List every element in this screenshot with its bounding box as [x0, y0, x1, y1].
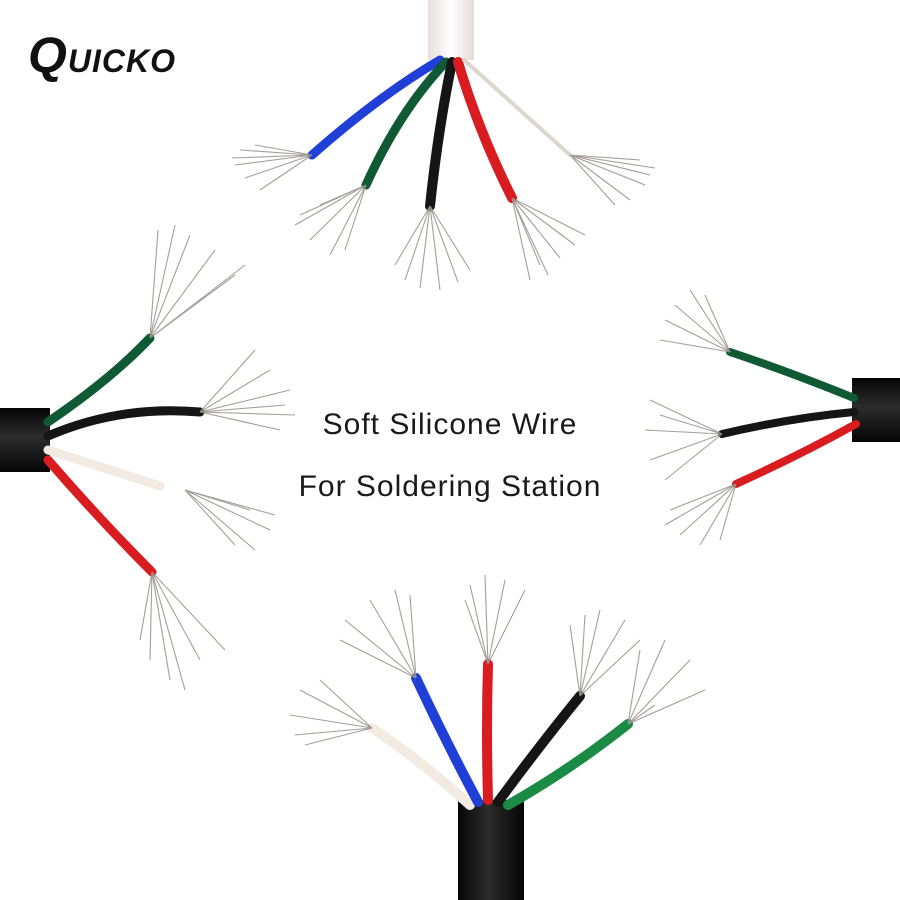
- right-cable: [644, 289, 900, 546]
- bottom-strands: [289, 574, 706, 746]
- caption-line-1-text: Soft Silicone Wire: [322, 408, 578, 441]
- left-strands: [139, 224, 296, 691]
- bottom-cable: [289, 574, 706, 900]
- left-wire-green: [43, 333, 155, 427]
- caption-line-2-text: For Soldering Station: [298, 470, 602, 503]
- top-cable-sheath: [428, 0, 474, 60]
- top-wire-red: [453, 57, 517, 203]
- bottom-wire-blue: [411, 673, 483, 807]
- caption-line-2: For Soldering Station: [0, 470, 900, 504]
- logo-initial: Q: [28, 27, 68, 83]
- logo-rest: UICKO: [67, 43, 177, 79]
- right-wire-black: [718, 408, 858, 438]
- bottom-wire-black: [493, 691, 585, 807]
- left-cable: [0, 224, 296, 691]
- left-wire-white: [43, 445, 165, 491]
- top-strands: [231, 144, 656, 291]
- bottom-wire-white: [367, 723, 475, 810]
- left-wire-red: [43, 455, 157, 577]
- right-wire-green: [726, 348, 858, 402]
- left-cable-sheath: [0, 408, 50, 472]
- top-cable: [231, 0, 656, 291]
- caption-line-1: Soft Silicone Wire: [0, 408, 900, 442]
- bottom-wire-red: [482, 659, 493, 805]
- right-cable-sheath: [852, 378, 900, 442]
- right-strands: [644, 289, 737, 546]
- top-wire-blue: [307, 55, 445, 160]
- top-wire-green: [361, 57, 451, 190]
- top-wire-white: [462, 58, 572, 157]
- right-wire-red: [732, 420, 860, 488]
- top-wire-black: [425, 57, 457, 211]
- bottom-cable-sheath: [458, 800, 524, 900]
- left-wire-black: [43, 406, 205, 441]
- quicko-logo: QUICKO: [28, 30, 176, 80]
- bottom-wire-green: [503, 719, 633, 810]
